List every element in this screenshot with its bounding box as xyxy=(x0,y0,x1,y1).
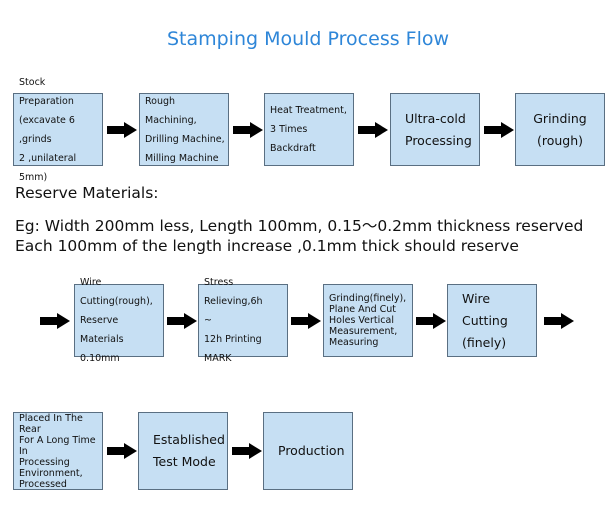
step-label: Grinding (rough) xyxy=(533,110,587,148)
step-label: Ultra-cold Processing xyxy=(405,110,472,148)
step-production: Production xyxy=(263,412,353,490)
arrow-right-icon xyxy=(544,313,574,329)
step-label: Rough Machining, Drilling Machine, Milli… xyxy=(145,95,225,164)
arrow-right-icon xyxy=(358,122,388,138)
step-label: Grinding(finely), Plane And Cut Holes Ve… xyxy=(329,293,407,348)
step-grinding-rough: Grinding (rough) xyxy=(515,93,605,166)
step-label: Heat Treatment, 3 Times Backdraft xyxy=(270,105,347,154)
notes-line-1: Eg: Width 200mm less, Length 100mm, 0.15… xyxy=(15,217,584,235)
step-rough-machining: Rough Machining, Drilling Machine, Milli… xyxy=(139,93,229,166)
step-established-test-mode: Established Test Mode xyxy=(138,412,228,490)
step-heat-treatment: Heat Treatment, 3 Times Backdraft xyxy=(264,93,354,166)
step-label: Placed In The Rear For A Long Time In Pr… xyxy=(19,412,96,490)
step-wire-cutting-finely: Wire Cutting (finely) xyxy=(447,284,537,357)
step-label: Established Test Mode xyxy=(153,432,225,469)
arrow-right-icon xyxy=(167,313,197,329)
notes-heading: Reserve Materials: xyxy=(15,184,159,202)
step-placed-in-rear: Placed In The Rear For A Long Time In Pr… xyxy=(13,412,103,490)
arrow-right-icon xyxy=(484,122,514,138)
step-ultra-cold-processing: Ultra-cold Processing xyxy=(390,93,480,166)
step-label: Stress Relieving,6h ~ 12h Printing MARK xyxy=(204,277,263,364)
arrow-right-icon xyxy=(233,122,263,138)
step-label: Production xyxy=(278,443,345,458)
page-title: Stamping Mould Process Flow xyxy=(166,28,450,50)
step-stock-preparation: Stock Preparation (excavate 6 ,grinds 2 … xyxy=(13,77,103,183)
arrow-right-icon xyxy=(40,313,70,329)
step-wire-cutting-rough: Wire Cutting(rough), Reserve Materials 0… xyxy=(74,277,164,364)
step-label: Wire Cutting(rough), Reserve Materials 0… xyxy=(80,277,153,364)
notes-line-2: Each 100mm of the length increase ,0.1mm… xyxy=(15,237,519,255)
step-grinding-finely: Grinding(finely), Plane And Cut Holes Ve… xyxy=(323,284,413,357)
step-label: Wire Cutting (finely) xyxy=(462,290,508,350)
step-label: Stock Preparation (excavate 6 ,grinds 2 … xyxy=(19,76,77,183)
arrow-right-icon xyxy=(107,122,137,138)
step-stress-relieving: Stress Relieving,6h ~ 12h Printing MARK xyxy=(198,277,288,364)
arrow-right-icon xyxy=(291,313,321,329)
arrow-right-icon xyxy=(107,443,137,459)
arrow-right-icon xyxy=(232,443,262,459)
arrow-right-icon xyxy=(416,313,446,329)
